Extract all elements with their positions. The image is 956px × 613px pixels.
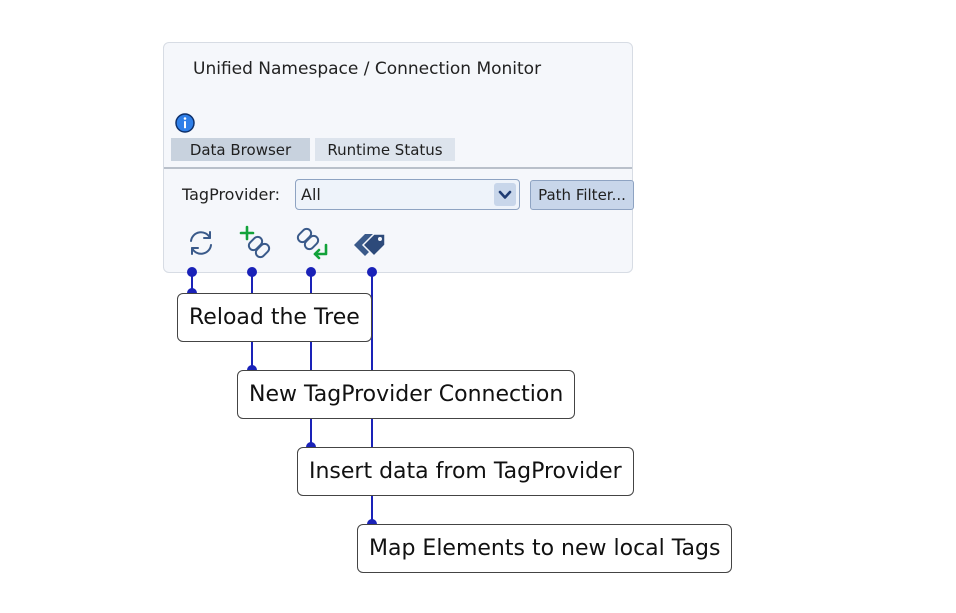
info-icon[interactable] bbox=[175, 113, 195, 133]
tab-runtime-status[interactable]: Runtime Status bbox=[315, 138, 455, 161]
callout-insert-data: Insert data from TagProvider bbox=[297, 447, 634, 496]
reload-icon bbox=[190, 231, 212, 255]
panel-title: Unified Namespace / Connection Monitor bbox=[193, 59, 542, 79]
callout-reload-tree: Reload the Tree bbox=[177, 293, 372, 342]
callout-new-connection: New TagProvider Connection bbox=[237, 370, 576, 419]
tab-divider bbox=[164, 167, 632, 169]
callout-map-tags: Map Elements to new local Tags bbox=[357, 524, 733, 573]
insert-data-icon bbox=[296, 227, 328, 260]
path-filter-button[interactable]: Path Filter... bbox=[530, 180, 634, 210]
map-tags-icon bbox=[354, 233, 386, 258]
tab-data-browser[interactable]: Data Browser bbox=[171, 138, 310, 161]
tagprovider-select-value: All bbox=[301, 185, 321, 204]
reload-tree-button[interactable] bbox=[182, 223, 220, 263]
insert-data-button[interactable] bbox=[293, 223, 331, 263]
chevron-down-icon[interactable] bbox=[494, 183, 516, 206]
map-tags-button[interactable] bbox=[351, 223, 389, 263]
new-connection-button[interactable] bbox=[235, 223, 273, 263]
tagprovider-select[interactable]: All bbox=[295, 179, 520, 210]
tagprovider-label: TagProvider: bbox=[182, 185, 281, 204]
connection-monitor-panel: Unified Namespace / Connection Monitor D… bbox=[163, 42, 634, 273]
new-connection-icon bbox=[239, 225, 271, 259]
